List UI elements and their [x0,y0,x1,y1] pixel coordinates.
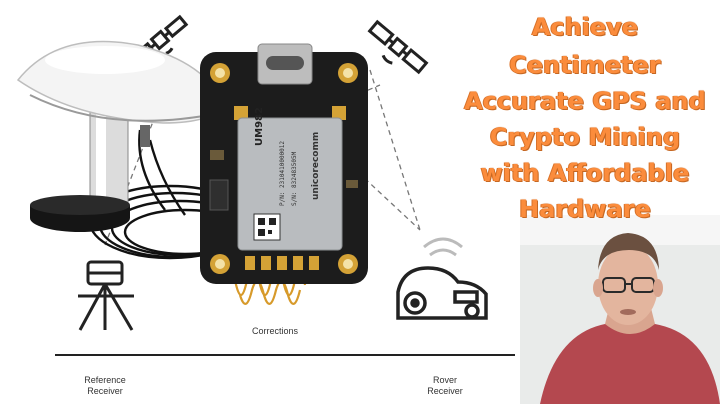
satellite-icon [131,14,189,66]
headline-line-4: Crypto Mining [489,123,681,151]
gnss-antenna [16,40,224,232]
rover-receiver-label: Rover Receiver [405,375,485,397]
gnss-board [200,43,368,284]
module-pn: P/N: 2310410000012 [279,141,286,206]
module-name: UM982 [254,107,265,146]
reference-label-line2: Receiver [87,386,123,396]
module-sn: S/N: 832483505M [291,151,298,206]
satellite-icon [367,19,429,75]
module-brand: unicorecomm [311,132,321,200]
survey-tripod-icon [78,260,134,331]
headline-line-6: Hardware [519,195,651,223]
headline-line-2: Centimeter [509,51,661,79]
corrections-label: Corrections [251,326,298,336]
headline-line-3: Accurate GPS and [464,87,706,115]
rover-label-line2: Receiver [427,386,463,396]
reference-label-line1: Reference [84,375,126,385]
headline-line-5: with Affordable [480,159,690,187]
headline-line-1: Achieve [531,13,639,41]
rover-label-line1: Rover [432,375,457,385]
wifi-signal-icon [423,237,463,257]
reference-receiver-label: Reference Receiver [65,375,145,397]
presenter-portrait [520,215,720,404]
robot-mower-icon [396,266,488,320]
